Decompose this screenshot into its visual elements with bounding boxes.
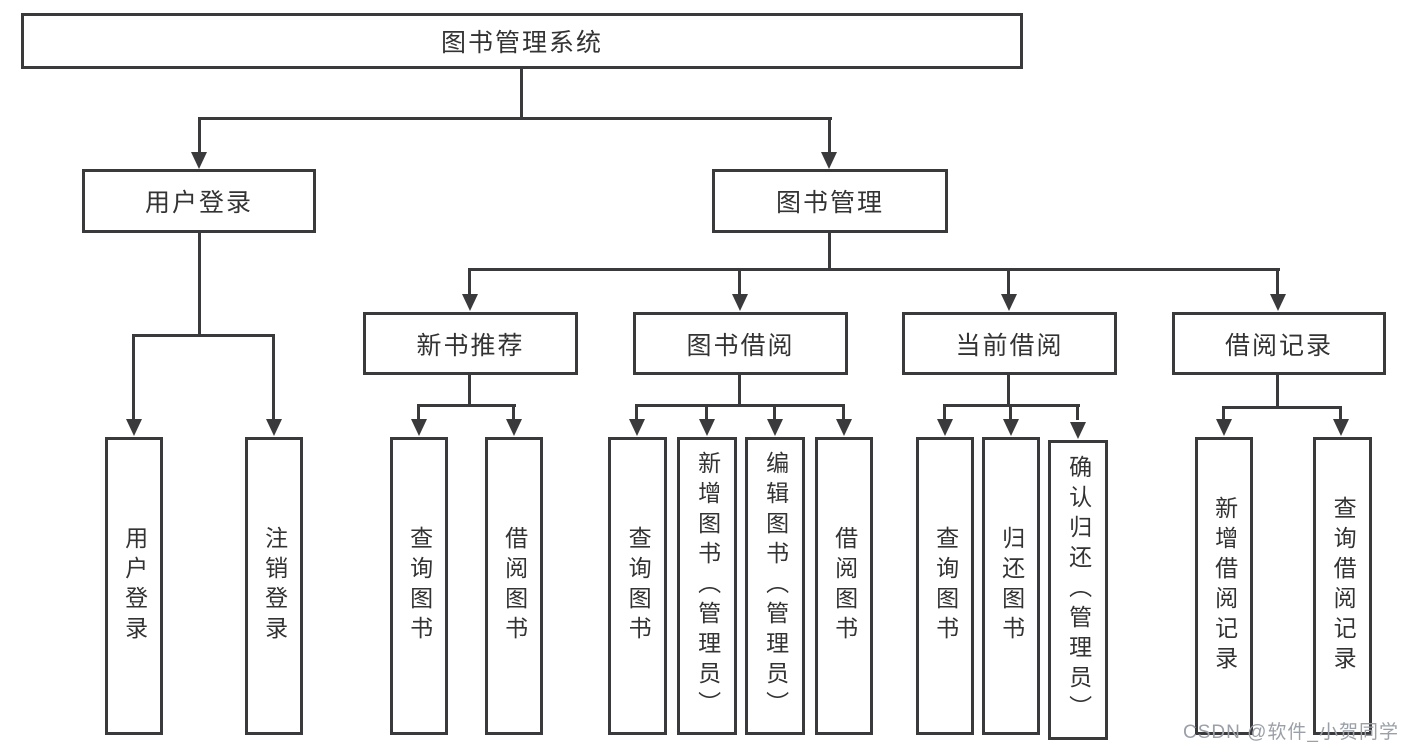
node-book-borrow: 图书借阅: [633, 312, 848, 375]
connector-line: [1276, 268, 1279, 296]
arrow-down-icon: [126, 419, 142, 436]
node-current-borrow: 当前借阅: [902, 312, 1117, 375]
connector-line: [773, 404, 776, 420]
arrow-down-icon: [699, 419, 715, 436]
leaf-label: 归还图书: [998, 526, 1025, 646]
connector-line: [705, 404, 708, 420]
connector-line: [1276, 374, 1279, 409]
leaf-label: 新增图书（管理员）: [694, 451, 721, 721]
leaf-label: 查询图书: [406, 526, 433, 646]
connector-line: [1009, 404, 1012, 420]
leaf-query-books-current: 查询图书: [916, 437, 974, 735]
connector-line: [738, 374, 741, 407]
arrow-down-icon: [836, 419, 852, 436]
leaf-label: 确认归还（管理员）: [1065, 455, 1092, 725]
arrow-down-icon: [462, 294, 478, 311]
node-current-borrow-label: 当前借阅: [955, 331, 1064, 360]
leaf-return-books: 归还图书: [982, 437, 1040, 735]
leaf-borrow-books-recommend: 借阅图书: [485, 437, 543, 735]
csdn-watermark: CSDN @软件_小贺同学: [1183, 722, 1399, 743]
leaf-label: 查询图书: [625, 526, 652, 646]
connector-line: [738, 268, 741, 296]
node-new-book-recommend: 新书推荐: [363, 312, 578, 375]
connector-line: [198, 117, 832, 120]
node-root: 图书管理系统: [21, 13, 1023, 69]
leaf-label: 借阅图书: [501, 526, 528, 646]
connector-line: [1339, 406, 1342, 420]
arrow-down-icon: [506, 419, 522, 436]
arrow-down-icon: [1270, 294, 1286, 311]
connector-line: [132, 334, 135, 420]
leaf-confirm-return-admin: 确认归还（管理员）: [1048, 440, 1108, 740]
leaf-label: 注销登录: [261, 526, 288, 646]
arrow-down-icon: [1003, 419, 1019, 436]
connector-line: [520, 68, 523, 120]
connector-line: [132, 334, 275, 337]
arrow-down-icon: [732, 294, 748, 311]
connector-line: [1076, 404, 1079, 420]
node-root-label: 图书管理系统: [440, 29, 603, 57]
leaf-borrow-books: 借阅图书: [815, 437, 873, 735]
connector-line: [417, 404, 420, 420]
arrow-down-icon: [191, 152, 207, 169]
leaf-label: 用户登录: [121, 526, 148, 646]
arrow-down-icon: [767, 419, 783, 436]
connector-line: [512, 404, 515, 420]
arrow-down-icon: [1216, 419, 1232, 436]
arrow-down-icon: [629, 419, 645, 436]
connector-line: [828, 117, 831, 153]
node-borrow-record: 借阅记录: [1172, 312, 1386, 375]
connector-line: [828, 231, 831, 271]
leaf-edit-book-admin: 编辑图书（管理员）: [745, 437, 805, 735]
arrow-down-icon: [266, 419, 282, 436]
arrow-down-icon: [937, 419, 953, 436]
connector-line: [272, 334, 275, 420]
connector-line: [468, 268, 471, 296]
connector-line: [1007, 374, 1010, 407]
connector-line: [468, 268, 1280, 271]
node-book-borrow-label: 图书借阅: [686, 331, 795, 360]
leaf-label: 编辑图书（管理员）: [762, 451, 789, 721]
leaf-logout: 注销登录: [245, 437, 303, 735]
leaf-add-borrow-record: 新增借阅记录: [1195, 437, 1253, 735]
node-book-management: 图书管理: [712, 169, 948, 233]
connector-line: [468, 374, 471, 407]
connector-line: [1222, 406, 1225, 420]
connector-line: [417, 404, 516, 407]
node-borrow-record-label: 借阅记录: [1224, 331, 1333, 360]
connector-line: [198, 231, 201, 337]
arrow-down-icon: [1333, 419, 1349, 436]
connector-line: [842, 404, 845, 420]
node-user-login: 用户登录: [82, 169, 316, 233]
leaf-label: 新增借阅记录: [1211, 496, 1238, 676]
arrow-down-icon: [1001, 294, 1017, 311]
leaf-query-borrow-record: 查询借阅记录: [1313, 437, 1372, 735]
connector-line: [635, 404, 845, 407]
arrow-down-icon: [411, 419, 427, 436]
node-new-book-recommend-label: 新书推荐: [416, 331, 525, 360]
leaf-label: 借阅图书: [831, 526, 858, 646]
arrow-down-icon: [821, 152, 837, 169]
leaf-label: 查询图书: [932, 526, 959, 646]
connector-line: [1222, 406, 1342, 409]
leaf-add-book-admin: 新增图书（管理员）: [677, 437, 737, 735]
connector-line: [943, 404, 946, 420]
leaf-query-books-borrow: 查询图书: [608, 437, 667, 735]
connector-line: [1007, 268, 1010, 296]
leaf-query-books-recommend: 查询图书: [390, 437, 448, 735]
connector-line: [198, 117, 201, 153]
leaf-label: 查询借阅记录: [1330, 496, 1357, 676]
node-book-management-label: 图书管理: [775, 189, 884, 217]
node-user-login-label: 用户登录: [144, 189, 253, 217]
connector-line: [635, 404, 638, 420]
leaf-user-login: 用户登录: [105, 437, 163, 735]
arrow-down-icon: [1070, 422, 1086, 439]
